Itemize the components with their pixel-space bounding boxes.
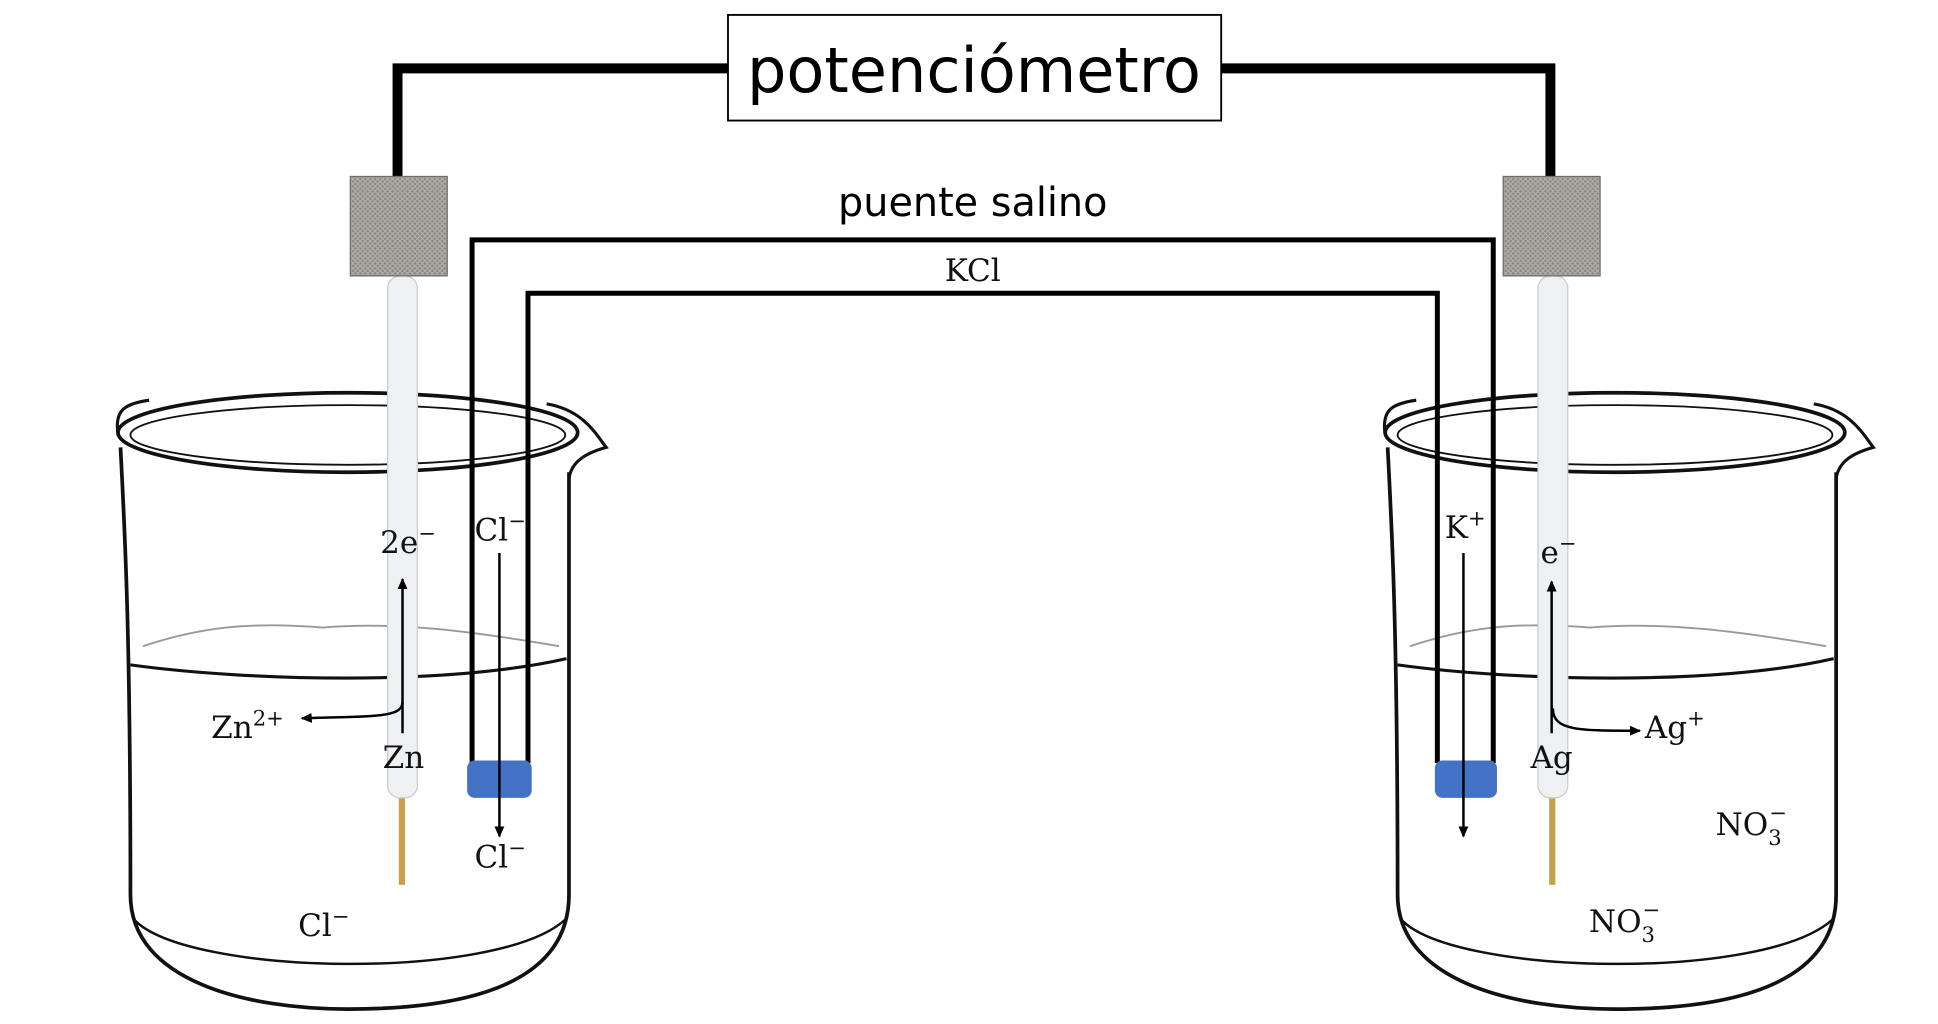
zinc-electrode-label: Zn: [383, 740, 425, 776]
left-bridge-chloride-bottom: Cl−: [475, 835, 526, 875]
right-electron-label: e−: [1540, 531, 1576, 571]
silver-electrode-label: Ag: [1530, 740, 1573, 776]
silver-ion-arrow: [1551, 708, 1642, 736]
zinc-electrode: [349, 175, 448, 885]
potentiometer-label: potenciómetro: [747, 34, 1201, 107]
silver-ion-label: Ag+: [1644, 706, 1705, 746]
left-solution-chloride: Cl−: [298, 903, 349, 943]
right-bridge-plug: [1434, 760, 1497, 798]
left-clamp: [349, 175, 448, 277]
left-beaker: [115, 390, 609, 1011]
left-electron-label: 2e−: [380, 521, 436, 561]
external-wire: [392, 63, 1556, 187]
right-clamp: [1502, 175, 1601, 277]
kcl-label: KCl: [945, 253, 1001, 289]
potentiometer: potenciómetro: [727, 13, 1223, 122]
salt-bridge-label: puente salino: [838, 180, 1107, 226]
nitrate-label-2: NO3−: [1589, 897, 1660, 947]
left-bridge-chloride-top: Cl−: [475, 508, 526, 548]
zinc-ion-arrow: [300, 701, 404, 723]
salt-bridge: [469, 237, 1496, 764]
zinc-ion-label: Zn2+: [211, 706, 284, 746]
silver-electrode: [1502, 175, 1601, 885]
nitrate-label-1: NO3−: [1716, 800, 1787, 850]
potassium-label: K+: [1445, 506, 1486, 546]
right-beaker: [1382, 390, 1877, 1011]
